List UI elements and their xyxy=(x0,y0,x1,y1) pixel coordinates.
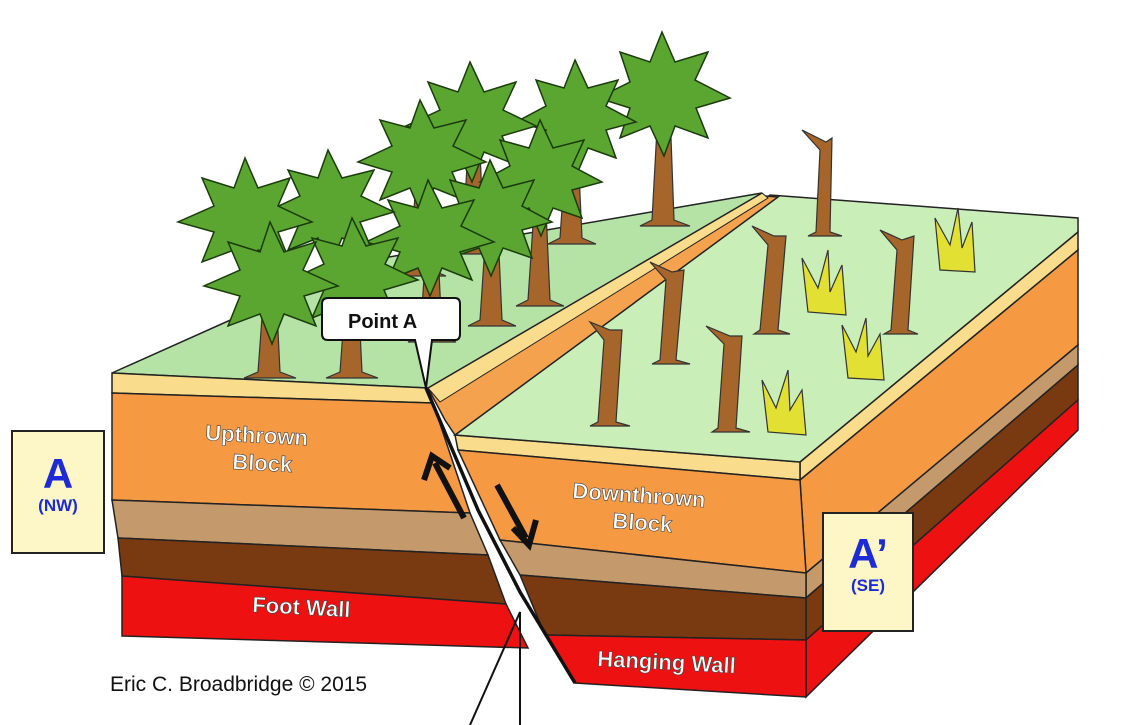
dead-tree-icon xyxy=(588,129,919,433)
point-a-label: Point A xyxy=(348,311,417,333)
section-letter-a-prime: A’ xyxy=(848,530,888,577)
upthrown-label-line2: Block xyxy=(232,449,294,477)
section-label-a-prime-se: A’ (SE) xyxy=(822,512,914,632)
fault-line xyxy=(424,387,577,684)
section-letter-a: A xyxy=(42,450,74,497)
upthrown-label-line1: Upthrown xyxy=(205,420,309,450)
grass-tuft-icon xyxy=(761,207,976,436)
front-red-left xyxy=(121,575,530,649)
down-arrow-icon xyxy=(494,483,539,551)
direction-nw: (NW) xyxy=(38,496,78,515)
foot-wall-label: Foot Wall xyxy=(252,592,351,622)
copyright-credit: Eric C. Broadbridge © 2015 xyxy=(110,673,368,696)
pointer-lines xyxy=(469,611,521,725)
direction-se: (SE) xyxy=(851,576,885,595)
downthrown-label-line2: Block xyxy=(612,508,674,537)
up-arrow-icon xyxy=(421,451,467,520)
section-label-a-nw: A (NW) xyxy=(11,430,105,554)
point-a-callout: Point A xyxy=(321,297,461,389)
